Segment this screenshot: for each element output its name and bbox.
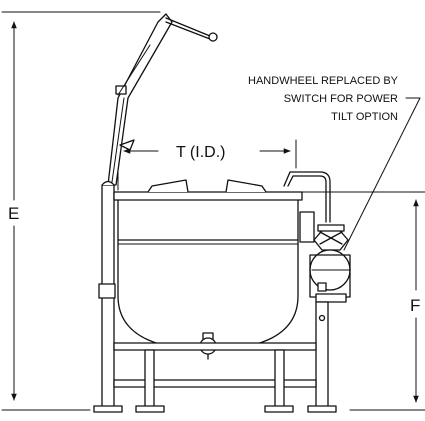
foot [93,405,123,413]
dimension-f-label: F [410,296,420,315]
tilt-gearbox [299,211,351,303]
note-line-1: HANDWHEEL REPLACED BY [248,75,399,87]
foot [135,405,165,413]
feet [93,405,337,413]
kettle-body [113,179,303,360]
note-line-3: TILT OPTION [331,111,398,123]
dimension-f: F [297,191,425,411]
handwheel-note: HANDWHEEL REPLACED BY SWITCH FOR POWER T… [248,75,421,251]
tilt-lever [107,13,218,186]
support-frame [113,342,317,408]
left-support-post [98,180,116,408]
lever-knob [208,32,218,42]
kettle-rim [113,191,303,201]
foot [264,405,294,413]
dimension-e-label: E [8,204,19,223]
fill-faucet [283,171,331,223]
right-support-post [315,301,329,408]
note-line-2: SWITCH FOR POWER [284,93,398,105]
left-pivot-bracket [98,283,116,299]
dimension-t-label: T (I.D.) [176,144,225,161]
note-leader [343,97,421,251]
dimension-t: T (I.D.) [117,139,297,191]
dimension-e: E [1,11,161,411]
foot [307,405,337,413]
